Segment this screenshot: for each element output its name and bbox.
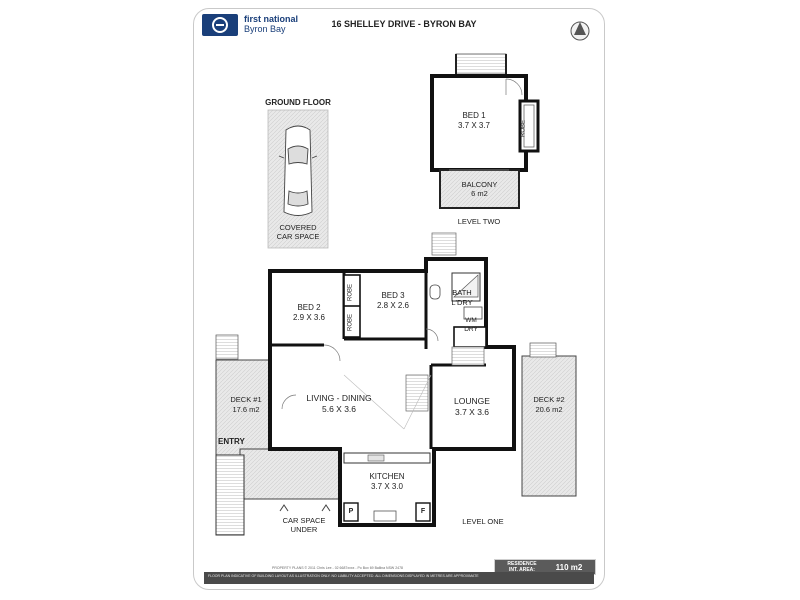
robe-label-b: ROBE (347, 314, 354, 332)
plan-credit: PROPERTY PLANS © 2011 Chris Lee - 02 668… (272, 566, 403, 570)
page-title: 16 SHELLEY DRIVE - BYRON BAY (331, 19, 477, 29)
brand-logo-icon (202, 14, 238, 36)
balcony-dims: 6 m2 (471, 189, 488, 198)
area-label-1: RESIDENCE (507, 561, 537, 567)
area-summary: RESIDENCE INT. AREA: 110 m2 (494, 559, 596, 575)
floor-plan-sheet: first national Byron Bay 16 SHELLEY DRIV… (193, 8, 605, 590)
bed3-name: BED 3 (381, 291, 405, 300)
living-dining-name: LIVING - DINING (306, 393, 372, 403)
ground-floor-car-space (267, 109, 329, 249)
living-dining-dims: 5.6 X 3.6 (321, 404, 357, 414)
car-under-label-2: UNDER (290, 525, 318, 534)
car-icon (278, 125, 318, 216)
car-under-label-1: CAR SPACE (282, 516, 326, 525)
floor-plan-drawing (202, 14, 590, 536)
footer-disclaimer: FLOOR PLAN INDICATIVE OF BUILDING LAYOUT… (208, 574, 479, 578)
level-one-heading: LEVEL ONE (462, 517, 504, 526)
level-two-robe-label: ROBE (520, 120, 527, 138)
area-label-2: INT. AREA: (509, 567, 535, 573)
footer-bar (204, 572, 594, 584)
wm-label: WM (465, 317, 477, 324)
deck1-dims: 17.6 m2 (232, 405, 260, 414)
brand-office: Byron Bay (244, 24, 286, 34)
dry-label: DRY (464, 326, 478, 333)
bed1-name: BED 1 (462, 111, 486, 120)
bed2-dims: 2.9 X 3.6 (292, 313, 326, 322)
fridge-label: F (420, 508, 426, 515)
bath-label-2: L'DRY (451, 298, 473, 307)
area-value: 110 m2 (555, 563, 583, 572)
kitchen-dims: 3.7 X 3.0 (370, 482, 404, 491)
kitchen-name: KITCHEN (369, 472, 405, 481)
level-one-plan (215, 232, 577, 536)
bed3-dims: 2.8 X 2.6 (376, 301, 410, 310)
deck2-dims: 20.6 m2 (535, 405, 563, 414)
car-space-label-1: COVERED (279, 223, 317, 232)
brand-name: first national (244, 14, 299, 24)
level-two-heading: LEVEL TWO (457, 217, 501, 226)
level-two-plan (430, 53, 540, 209)
bed2-name: BED 2 (297, 303, 321, 312)
ground-floor-heading: GROUND FLOOR (265, 98, 331, 107)
entry-label: ENTRY (218, 437, 245, 446)
balcony-name: BALCONY (461, 180, 498, 189)
lounge-dims: 3.7 X 3.6 (454, 407, 490, 417)
lounge-name: LOUNGE (454, 396, 490, 406)
deck2-name: DECK #2 (533, 395, 565, 404)
bath-label-1: BATH (452, 288, 472, 297)
north-arrow-icon (570, 21, 590, 41)
car-space-label-2: CAR SPACE (276, 232, 320, 241)
bed1-dims: 3.7 X 3.7 (457, 121, 491, 130)
pantry-label: P (348, 508, 354, 515)
deck1-name: DECK #1 (230, 395, 262, 404)
